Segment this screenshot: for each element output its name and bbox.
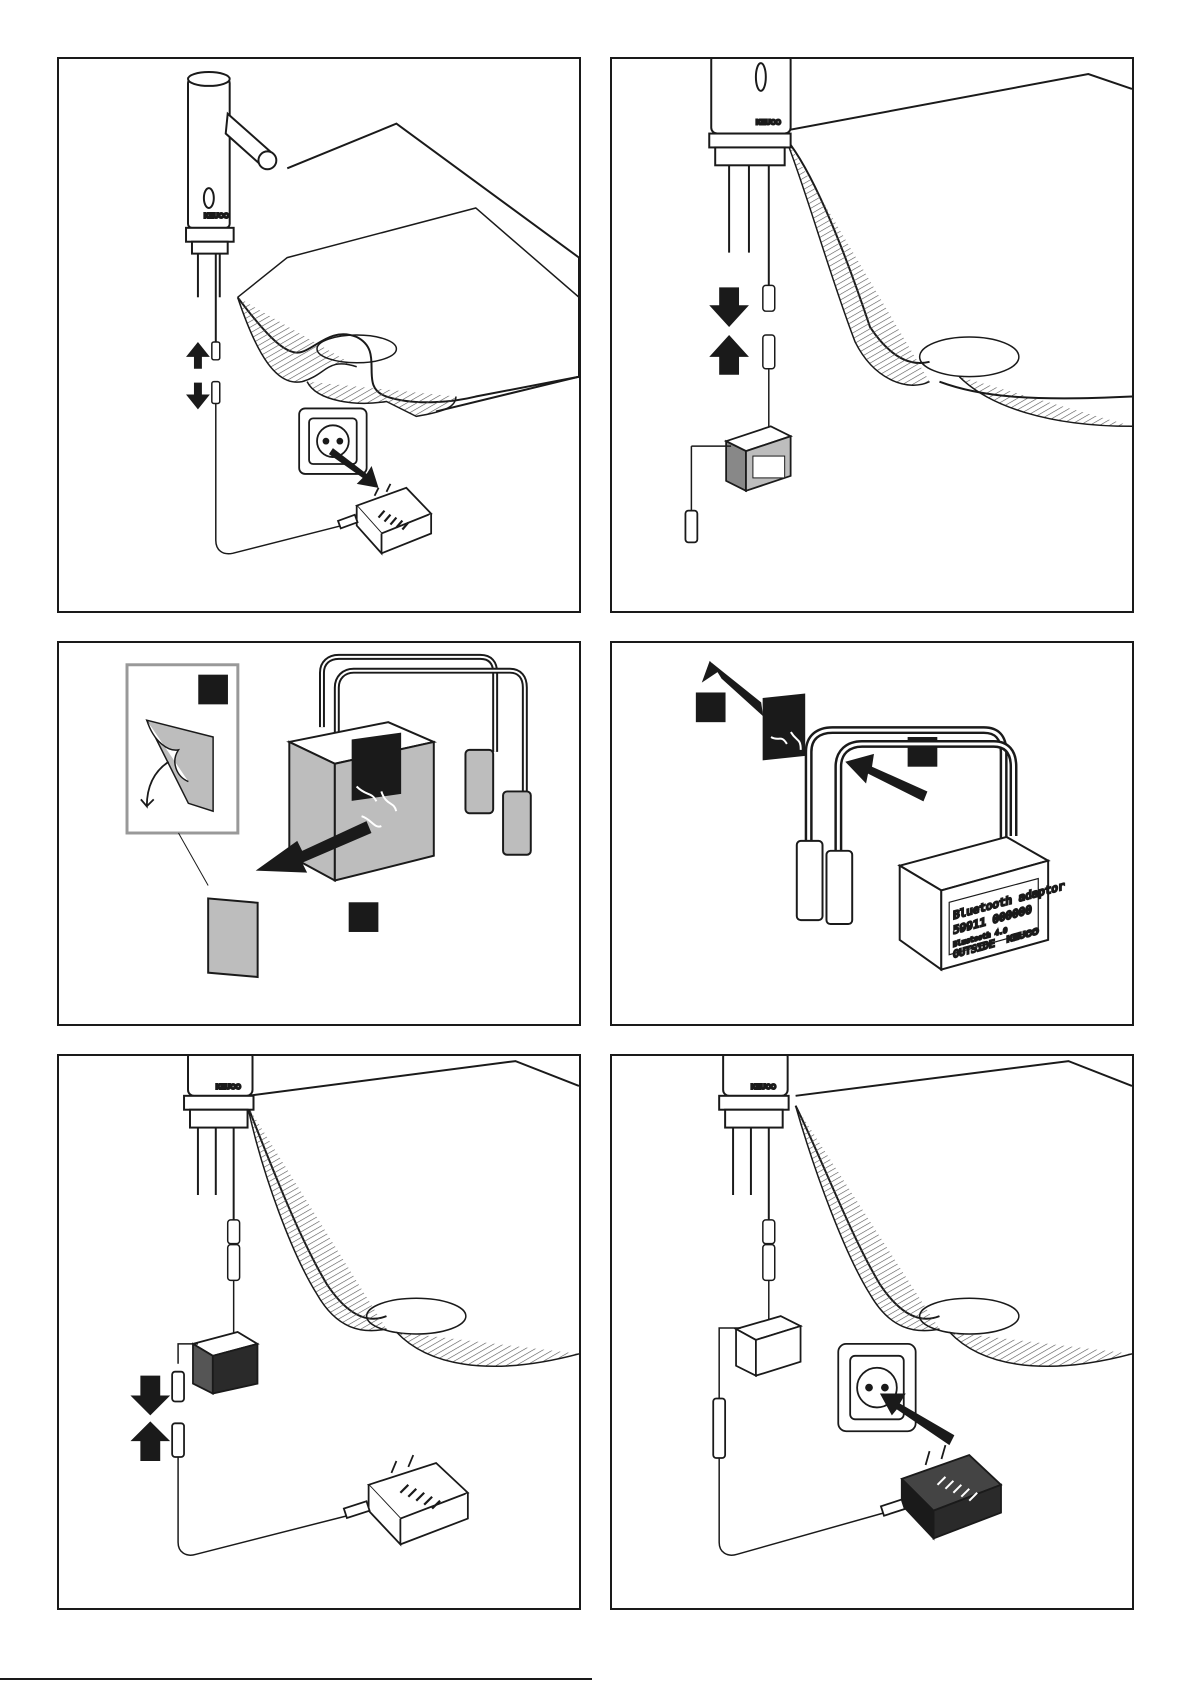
power-supply-unit <box>172 1423 468 1555</box>
power-supply-unit <box>881 1445 1001 1538</box>
footer-rule <box>0 1678 592 1680</box>
arrow-down-icon <box>186 383 210 410</box>
step-marker <box>696 692 726 722</box>
step-marker <box>349 902 379 932</box>
step-5-illustration: KEUCO <box>59 1056 579 1608</box>
washbasin <box>786 74 1132 426</box>
arrow-up-icon <box>130 1421 170 1461</box>
step-2-illustration: KEUCO <box>612 59 1132 611</box>
cable-connector <box>228 1220 240 1339</box>
faucet: KEUCO <box>184 1056 253 1225</box>
faucet-logo: KEUCO <box>216 1084 242 1091</box>
step-6-illustration: KEUCO <box>612 1056 1132 1608</box>
washbasin <box>248 1061 579 1366</box>
arrow-down-icon <box>130 1376 170 1416</box>
faucet-logo: KEUCO <box>751 1084 777 1091</box>
adhesive-pad <box>763 694 805 768</box>
arrow-up-icon <box>709 335 749 375</box>
peel-detail-inset <box>127 665 238 886</box>
step-5-connect-power-cable-panel: KEUCO <box>57 1054 581 1610</box>
arrow-down-icon <box>709 287 749 327</box>
step-1-disconnect-power-panel: KEUCO <box>57 57 581 613</box>
arrow-up-icon <box>186 342 210 369</box>
bluetooth-adaptor <box>172 1332 257 1401</box>
step-3-remove-label-panel <box>57 641 581 1026</box>
washbasin <box>796 1061 1132 1366</box>
bluetooth-adaptor <box>685 426 790 542</box>
faucet: KEUCO <box>719 1056 788 1225</box>
cable-connector <box>763 1220 775 1324</box>
wall-socket <box>838 1344 915 1431</box>
faucet-logo: KEUCO <box>756 120 782 127</box>
step-4-illustration: Bluetooth adaptor 59911 000000 Bluetooth… <box>612 643 1132 1024</box>
step-4-attach-adaptor-panel: Bluetooth adaptor 59911 000000 Bluetooth… <box>610 641 1134 1026</box>
washbasin <box>238 124 579 417</box>
removed-label <box>208 898 257 977</box>
faucet-logo: KEUCO <box>204 213 230 220</box>
power-supply-unit <box>338 484 431 553</box>
step-1-illustration: KEUCO <box>59 59 579 611</box>
wall-socket <box>299 408 366 473</box>
faucet: KEUCO <box>709 59 790 287</box>
step-2-connect-adaptor-panel: KEUCO <box>610 57 1134 613</box>
faucet: KEUCO <box>186 72 276 347</box>
step-6-plug-in-power-panel: KEUCO <box>610 1054 1134 1610</box>
step-3-illustration <box>59 643 579 1024</box>
